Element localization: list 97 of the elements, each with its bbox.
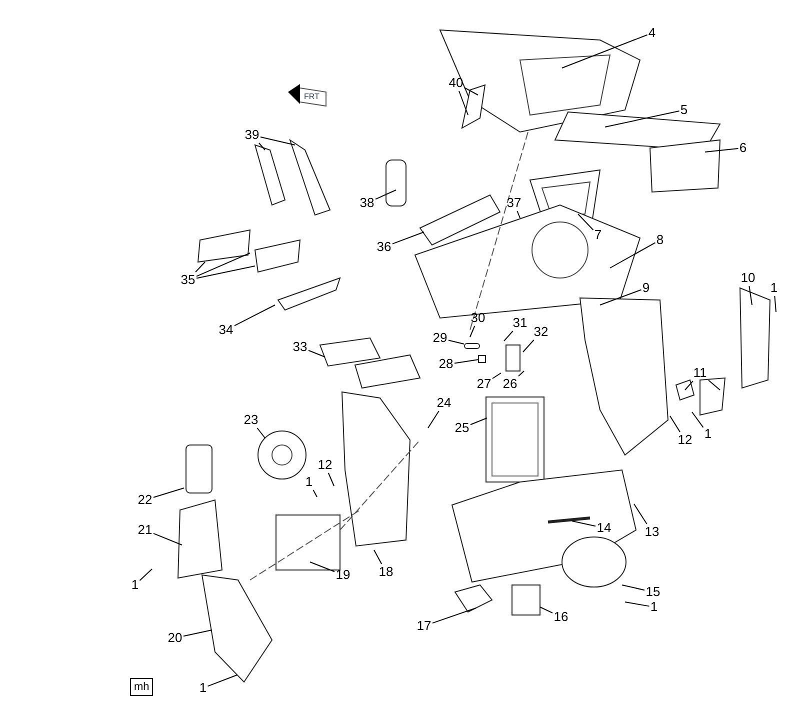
callout-number: 13: [644, 524, 660, 540]
callout-number: 26: [502, 376, 518, 392]
leader-line: [704, 148, 739, 152]
leader-line: [374, 550, 382, 564]
callout-number: 18: [378, 564, 394, 580]
callout-number: 31: [512, 315, 528, 331]
callout-number: 15: [644, 584, 662, 600]
leader-line: [748, 286, 752, 306]
callout-number: 32: [532, 324, 550, 340]
callout-number: 37: [506, 195, 522, 211]
leader-line: [492, 372, 502, 379]
leader-line: [432, 608, 476, 624]
callout-number: 33: [292, 339, 308, 355]
leader-line: [258, 142, 266, 150]
callout-number: 21: [136, 522, 154, 538]
leader-line: [684, 380, 694, 390]
leader-line: [578, 214, 594, 231]
leader-line: [600, 289, 642, 306]
callout-number: 11: [692, 365, 708, 381]
leader-line: [328, 472, 334, 486]
callout-number: 29: [432, 330, 448, 346]
callout-number: 12: [676, 432, 694, 448]
callout-number: 40: [448, 75, 464, 91]
leader-line: [504, 330, 514, 342]
callout-number: 38: [358, 195, 376, 211]
leader-line: [310, 562, 335, 572]
leader-line: [540, 606, 553, 614]
leader-line: [207, 674, 238, 687]
callout-number: 8: [655, 232, 665, 248]
leader-line: [375, 190, 396, 200]
callout-number: 28: [438, 356, 454, 372]
leader-line: [153, 488, 184, 498]
clip-part: [478, 355, 486, 363]
leader-line: [670, 416, 680, 432]
leader-line: [470, 418, 488, 426]
callout-number: 35: [180, 272, 196, 288]
leader-line: [256, 428, 266, 438]
callout-number: 1: [304, 474, 314, 490]
callout-number: 7: [593, 227, 603, 243]
callout-number: 6: [738, 140, 748, 156]
pin-part: [464, 343, 480, 349]
leader-line: [428, 410, 440, 428]
leader-line: [610, 242, 656, 268]
callout-number: 24: [436, 395, 452, 411]
leader-line: [260, 136, 296, 146]
leader-line: [516, 210, 520, 218]
callout-number: 1: [703, 426, 713, 442]
leader-line: [139, 568, 152, 582]
leader-line: [774, 296, 776, 312]
leader-line: [572, 520, 596, 527]
callout-number: 20: [166, 630, 184, 646]
leader-line: [458, 90, 468, 116]
leader-line: [196, 266, 256, 279]
leader-line: [634, 504, 648, 524]
callout-number: 17: [416, 618, 432, 634]
callout-number: 1: [198, 680, 208, 696]
callout-number: 4: [647, 25, 657, 41]
leader-line: [183, 630, 212, 637]
callout-number: 30: [470, 310, 486, 326]
leader-line: [624, 602, 650, 607]
leader-line: [604, 110, 680, 128]
leader-line: [518, 370, 524, 377]
callout-number: 23: [242, 412, 260, 428]
leader-line: [454, 359, 478, 364]
leader-line: [692, 412, 704, 428]
callout-number: 34: [218, 322, 234, 338]
callout-number: 14: [596, 520, 612, 536]
leader-line: [448, 340, 464, 345]
leader-line: [708, 380, 720, 390]
callout-number: 10: [740, 270, 756, 286]
callout-number: 9: [641, 280, 651, 296]
leader-line: [312, 490, 318, 498]
leader-line: [392, 232, 424, 244]
callout-number: 27: [476, 376, 492, 392]
leader-line: [153, 532, 182, 546]
leader-line: [562, 34, 648, 68]
callout-number: 19: [334, 567, 352, 583]
leader-line: [308, 350, 326, 358]
leader-line: [196, 252, 250, 277]
leader-line: [234, 304, 276, 326]
callout-number: 12: [316, 457, 334, 473]
callout-number: 1: [649, 599, 659, 615]
leader-line: [522, 340, 534, 352]
leader-line: [464, 87, 478, 96]
callout-number: 39: [244, 127, 260, 143]
callout-number: 5: [679, 102, 689, 118]
leader-line: [622, 584, 645, 591]
leader-line: [195, 262, 206, 272]
callout-number: 16: [552, 609, 570, 625]
illustrator-mark: mh: [130, 678, 154, 696]
callout-number: 25: [454, 420, 470, 436]
callout-number: 1: [769, 280, 779, 296]
callout-number: 36: [376, 239, 392, 255]
callout-number: 22: [136, 492, 154, 508]
callout-number: 1: [130, 577, 140, 593]
leader-line: [470, 326, 476, 338]
direction-label: FRT: [304, 91, 320, 103]
